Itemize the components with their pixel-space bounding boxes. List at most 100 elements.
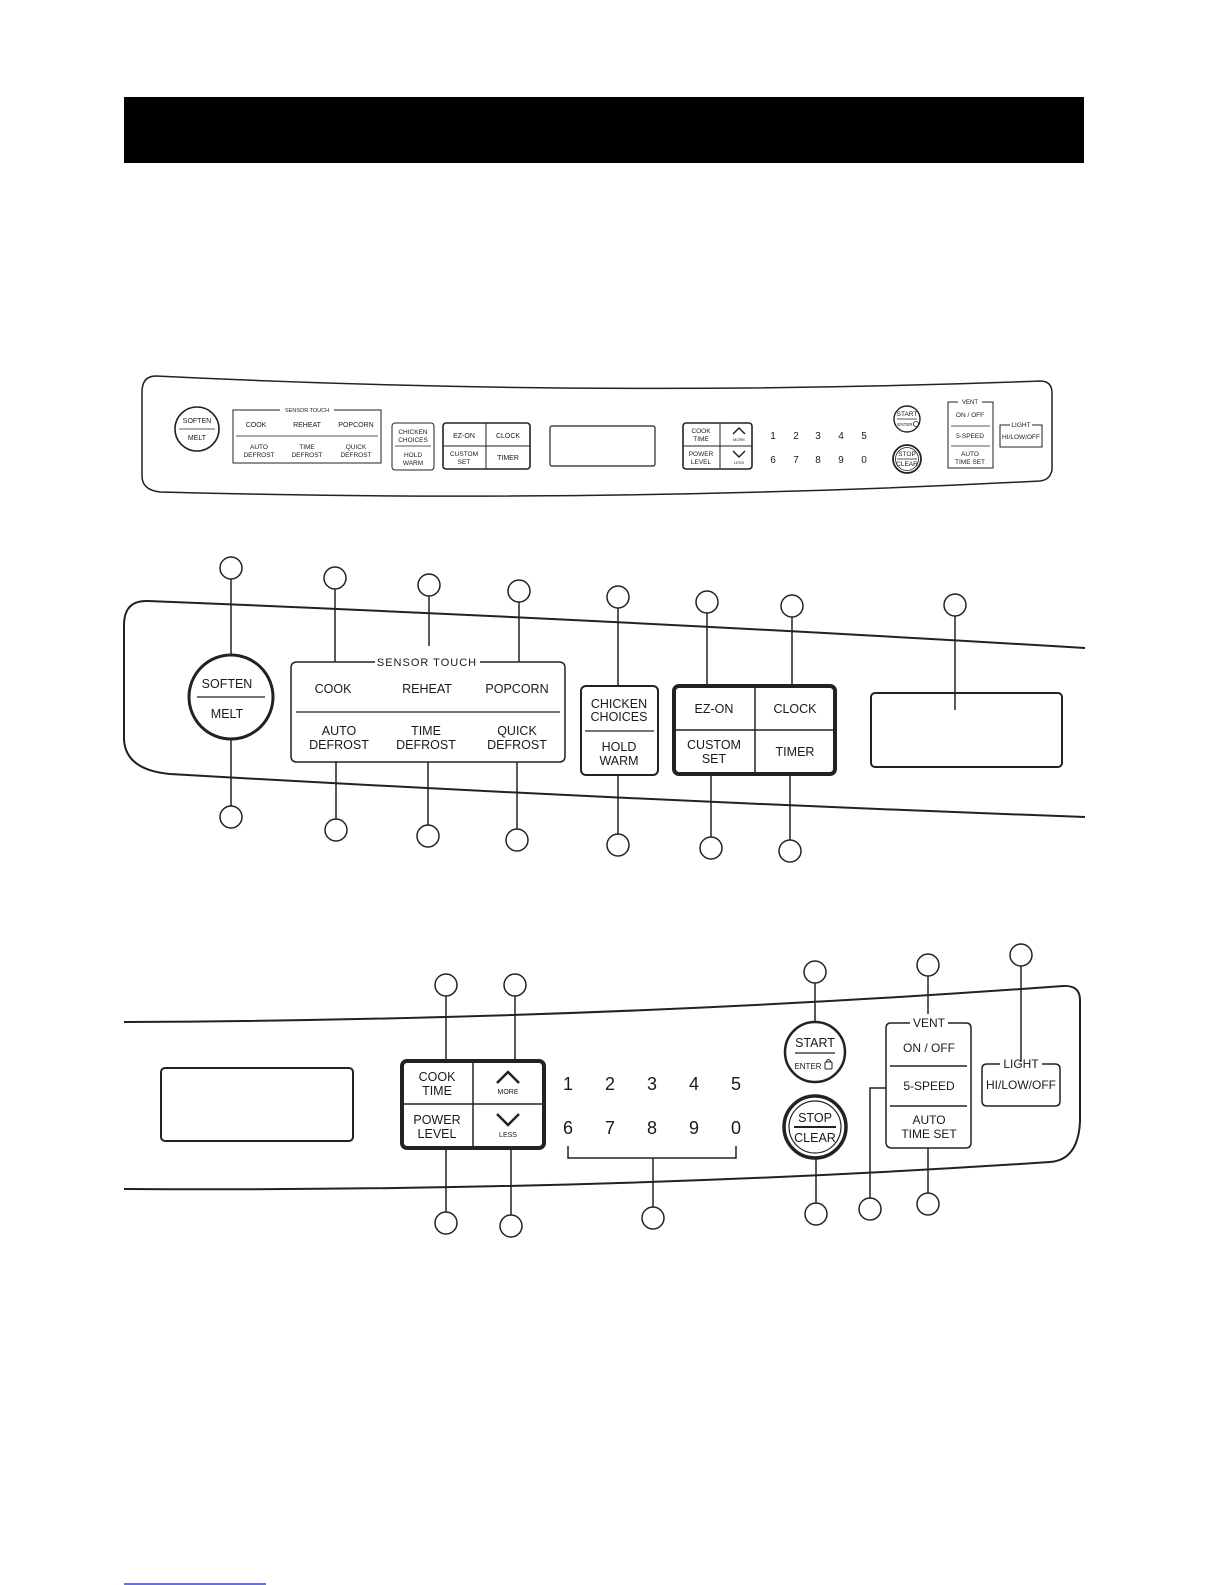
overview-5speed-label[interactable]: 5-SPEED bbox=[956, 433, 984, 440]
overview-auto-defrost-label-2: DEFROST bbox=[243, 452, 274, 459]
digit-8-button[interactable]: 8 bbox=[647, 1118, 657, 1138]
time-defrost-label-2: DEFROST bbox=[396, 738, 456, 752]
overview-time-defrost-label-1[interactable]: TIME bbox=[299, 444, 315, 451]
overview-cook-time-label-1[interactable]: COOK bbox=[691, 428, 711, 435]
hold-warm-label-2: WARM bbox=[599, 754, 638, 768]
overview-digit-9-button[interactable]: 9 bbox=[838, 455, 844, 466]
vent-label: VENT bbox=[913, 1016, 946, 1030]
overview-vent-onoff-label[interactable]: ON / OFF bbox=[956, 412, 984, 419]
power-level-label-2: LEVEL bbox=[418, 1127, 457, 1141]
power-level-button[interactable]: POWER bbox=[413, 1113, 460, 1127]
digit-4-button[interactable]: 4 bbox=[689, 1074, 699, 1094]
number-pad: 1 2 3 4 5 6 7 8 9 0 bbox=[563, 1074, 741, 1138]
overview-power-label-2: LEVEL bbox=[691, 459, 712, 466]
digit-0-button[interactable]: 0 bbox=[731, 1118, 741, 1138]
more-button[interactable]: MORE bbox=[498, 1089, 519, 1096]
callout-circles-bottom bbox=[434, 943, 1033, 1238]
overview-chicken-hold-button[interactable] bbox=[391, 422, 435, 471]
overview-clock-label[interactable]: CLOCK bbox=[496, 433, 520, 440]
digit-5-button[interactable]: 5 bbox=[731, 1074, 741, 1094]
overview-digit-7-button[interactable]: 7 bbox=[793, 455, 799, 466]
overview-timer-label[interactable]: TIMER bbox=[497, 455, 519, 462]
overview-custom-label-2: SET bbox=[458, 459, 471, 466]
overview-chicken-label-1: CHICKEN bbox=[398, 429, 428, 436]
callout-leaders-bottom bbox=[445, 966, 1022, 1215]
overview-more-label[interactable]: MORE bbox=[733, 437, 745, 442]
cook-time-button[interactable]: COOK bbox=[419, 1070, 456, 1084]
less-arrow-icon bbox=[496, 1113, 520, 1127]
overview-auto-defrost-label-1[interactable]: AUTO bbox=[250, 444, 268, 451]
overview-cook-label[interactable]: COOK bbox=[246, 422, 267, 429]
overview-cook-time-label-2: TIME bbox=[693, 436, 709, 443]
quick-defrost-button[interactable]: QUICK bbox=[497, 724, 537, 738]
custom-set-button[interactable]: CUSTOM bbox=[687, 738, 741, 752]
overview-clear-label: CLEAR bbox=[896, 461, 918, 468]
overview-digit-0-button[interactable]: 0 bbox=[861, 455, 867, 466]
overview-digit-6-button[interactable]: 6 bbox=[770, 455, 776, 466]
start-label: START bbox=[795, 1036, 835, 1050]
light-hi-low-off-button[interactable]: HI/LOW/OFF bbox=[986, 1078, 1056, 1092]
timer-button[interactable]: TIMER bbox=[776, 745, 815, 759]
overview-quick-defrost-label-2: DEFROST bbox=[340, 452, 371, 459]
cook-power-block bbox=[400, 1059, 546, 1150]
overview-digit-3-button[interactable]: 3 bbox=[815, 431, 821, 442]
overview-less-label[interactable]: LESS bbox=[734, 460, 745, 465]
digit-9-button[interactable]: 9 bbox=[689, 1118, 699, 1138]
ez-clock-block bbox=[672, 684, 837, 776]
overview-chicken-label-2: CHOICES bbox=[398, 437, 428, 444]
overview-start-label: START bbox=[897, 411, 918, 418]
start-button[interactable] bbox=[783, 1020, 847, 1084]
digit-3-button[interactable]: 3 bbox=[647, 1074, 657, 1094]
overview-hold-label-2: WARM bbox=[403, 460, 423, 467]
overview-lock-icon bbox=[913, 421, 919, 427]
auto-defrost-button[interactable]: AUTO bbox=[322, 724, 357, 738]
vent-5-speed-button[interactable]: 5-SPEED bbox=[903, 1079, 955, 1093]
reheat-button[interactable]: REHEAT bbox=[402, 682, 452, 696]
overview-panel: SOFTEN MELT SENSOR TOUCH COOK REHEAT POP… bbox=[141, 375, 1053, 497]
overview-quick-defrost-label-1[interactable]: QUICK bbox=[346, 444, 367, 451]
chicken-hold-button[interactable] bbox=[580, 685, 659, 776]
digit-6-button[interactable]: 6 bbox=[563, 1118, 573, 1138]
vent-group bbox=[885, 1022, 972, 1149]
overview-custom-label-1[interactable]: CUSTOM bbox=[450, 451, 478, 458]
overview-digit-1-button[interactable]: 1 bbox=[770, 431, 776, 442]
less-button[interactable]: LESS bbox=[499, 1132, 517, 1139]
popcorn-button[interactable]: POPCORN bbox=[485, 682, 548, 696]
clock-button[interactable]: CLOCK bbox=[773, 702, 817, 716]
overview-digit-8-button[interactable]: 8 bbox=[815, 455, 821, 466]
overview-soften-melt-button[interactable] bbox=[174, 406, 220, 452]
digit-2-button[interactable]: 2 bbox=[605, 1074, 615, 1094]
overview-digit-5-button[interactable]: 5 bbox=[861, 431, 867, 442]
overview-stop-button[interactable] bbox=[892, 444, 922, 474]
overview-hold-label-1: HOLD bbox=[404, 452, 422, 459]
ez-on-button[interactable]: EZ-ON bbox=[695, 702, 734, 716]
overview-ez-on-label[interactable]: EZ-ON bbox=[453, 433, 475, 440]
callout-leaders-top bbox=[230, 579, 956, 840]
time-defrost-button[interactable]: TIME bbox=[411, 724, 441, 738]
vent-on-off-button[interactable]: ON / OFF bbox=[903, 1041, 955, 1055]
overview-popcorn-label[interactable]: POPCORN bbox=[338, 422, 373, 429]
callout-circles-top bbox=[219, 556, 967, 863]
digit-1-button[interactable]: 1 bbox=[563, 1074, 573, 1094]
overview-power-label-1[interactable]: POWER bbox=[689, 451, 714, 458]
chicken-choices-label-2: CHOICES bbox=[591, 710, 648, 724]
hold-warm-label-1: HOLD bbox=[602, 740, 637, 754]
stop-clear-button[interactable] bbox=[782, 1094, 848, 1160]
cook-button[interactable]: COOK bbox=[315, 682, 352, 696]
overview-auto-time-label-1[interactable]: AUTO bbox=[961, 451, 979, 458]
digit-7-button[interactable]: 7 bbox=[605, 1118, 615, 1138]
lock-icon bbox=[824, 1061, 833, 1070]
overview-sensor-touch-label: SENSOR TOUCH bbox=[285, 408, 329, 414]
custom-set-label-2: SET bbox=[702, 752, 727, 766]
clear-label: CLEAR bbox=[794, 1131, 836, 1145]
overview-start-button[interactable] bbox=[893, 405, 921, 433]
auto-time-set-button[interactable]: AUTO bbox=[912, 1113, 945, 1127]
overview-reheat-label[interactable]: REHEAT bbox=[293, 422, 322, 429]
overview-digit-4-button[interactable]: 4 bbox=[838, 431, 844, 442]
overview-enter-label: ENTER bbox=[897, 422, 913, 427]
more-arrow-icon bbox=[496, 1070, 520, 1084]
overview-digit-2-button[interactable]: 2 bbox=[793, 431, 799, 442]
overview-light-hilowoff-label[interactable]: HI/LOW/OFF bbox=[1002, 434, 1040, 441]
